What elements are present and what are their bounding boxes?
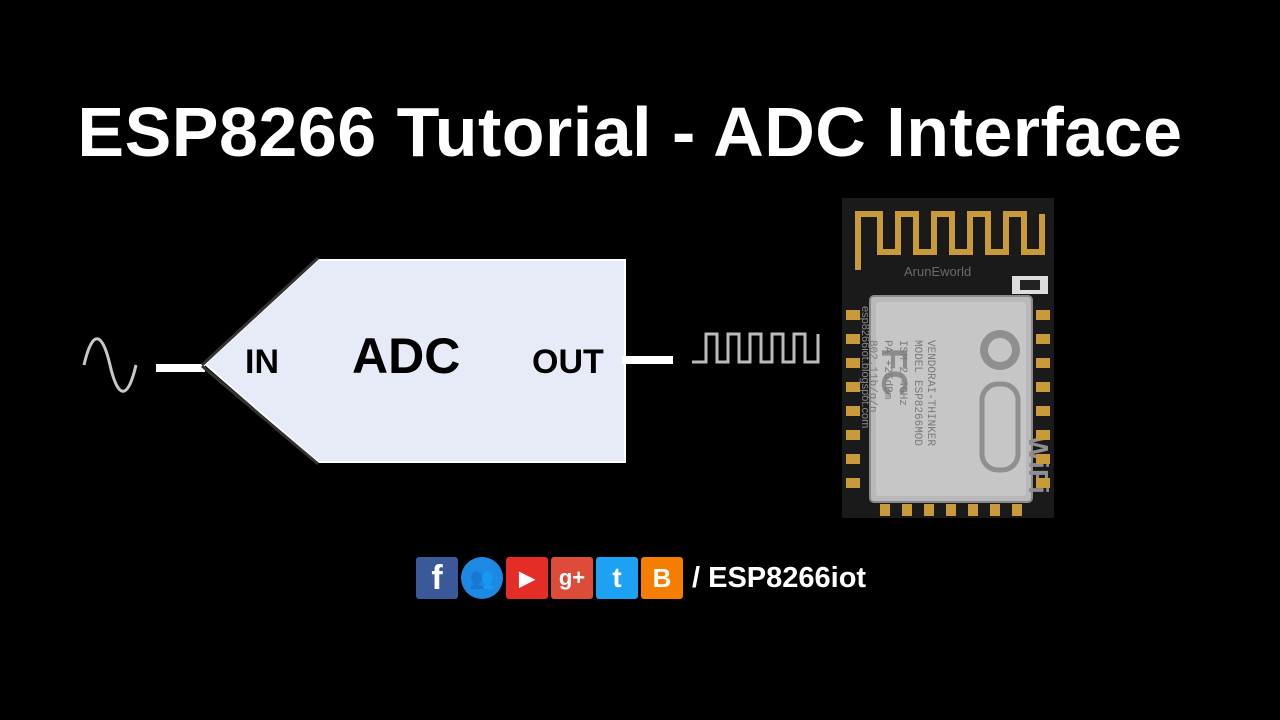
module-vendor-logo: ArunEworld [904,264,971,279]
square-wave-icon [692,332,820,364]
module-side-text: esp8266iot.blogspot.com [859,306,871,428]
social-links: f 👥 ▶ g+ t B / ESP8266iot [416,556,866,600]
community-icon[interactable]: 👥 [461,557,503,599]
google-plus-icon[interactable]: g+ [551,557,593,599]
shield-line-5: ISM 2.4GHz [896,340,908,406]
page-title: ESP8266 Tutorial - ADC Interface [77,93,1183,171]
sine-wave-icon [82,337,138,393]
pcb-antenna [855,211,1045,270]
youtube-icon[interactable]: ▶ [506,557,548,599]
twitter-icon[interactable]: t [596,557,638,599]
adc-out-label: OUT [532,343,604,381]
social-handle[interactable]: / ESP8266iot [692,561,867,594]
fc-mark-icon: FC [874,348,915,396]
shield-line-7: 802.11b/g/n [866,340,878,413]
wifi-logo-icon [979,381,1021,473]
shield-line-4: AI-THINKER [924,380,936,446]
adc-label: ADC [352,328,460,384]
esp8266-module: ArunEworld FC WiFi MODEL VENDOR ESP8266M… [842,198,1054,518]
shield-line-3: ESP8266MOD [911,380,923,446]
facebook-icon[interactable]: f [416,557,458,599]
blogger-icon[interactable]: B [641,557,683,599]
shield-line-1: MODEL [911,340,923,373]
adc-in-label: IN [245,343,279,381]
shield-line-2: VENDOR [924,340,936,380]
shield-line-6: PA +25dBm [881,340,893,400]
castellated-pads [846,310,1050,516]
